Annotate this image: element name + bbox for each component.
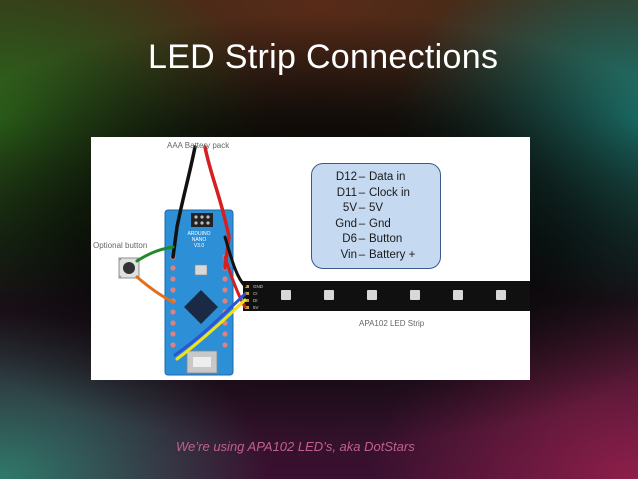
pin-row-gnd: Gnd – Gnd [312, 217, 440, 233]
pin-row-d11: D11 – Clock in [312, 186, 440, 202]
pin-separator: – [358, 171, 366, 183]
board-label-line-1: ARDUINO [187, 231, 210, 237]
strip-connection: Button [369, 233, 403, 245]
pin-separator: – [358, 202, 366, 214]
arduino-pin: 5V [342, 202, 357, 214]
strip-pin-label-gnd: GND [253, 284, 264, 289]
strip-pin-label-ci: CI [253, 291, 258, 296]
pin-separator: – [358, 186, 366, 199]
led-strip-label: APA102 LED Strip [359, 319, 425, 328]
strip-pin-label-di: DI [253, 298, 258, 303]
strip-connection: Data in [369, 171, 406, 183]
arduino-pin: Gnd [335, 217, 357, 230]
pin-row-5v: 5V – 5V [312, 201, 440, 217]
board-label-line-2: NANO [192, 237, 207, 243]
pin-mapping-box: D12 – Data in D11 – Clock in 5V – 5V Gnd… [311, 163, 441, 269]
wires [135, 145, 247, 361]
strip-connection: Gnd [369, 217, 391, 230]
strip-connection: 5V [369, 202, 384, 214]
strip-connection: Battery + [369, 248, 416, 261]
arduino-pin: D6 [342, 233, 357, 245]
pin-separator: – [358, 217, 366, 230]
slide-title: LED Strip Connections [148, 38, 499, 76]
wiring-diagram: ARDUINO NANO V3.0 GND CI DI 5V [91, 137, 530, 380]
strip-pin-label-5v: 5V [253, 305, 259, 310]
pin-row-vin: Vin – Battery + [312, 248, 440, 264]
pin-separator: – [358, 233, 366, 245]
push-button-component [118, 257, 140, 279]
arduino-pin: D11 [336, 186, 357, 199]
wiring-diagram-graphic: ARDUINO NANO V3.0 GND CI DI 5V [118, 145, 530, 376]
arduino-pin: Vin [340, 248, 357, 261]
pin-row-d12: D12 – Data in [312, 170, 440, 186]
optional-button-label: Optional button [93, 241, 148, 250]
pin-row-d6: D6 – Button [312, 232, 440, 248]
strip-connection: Clock in [369, 186, 410, 199]
slide-caption: We’re using APA102 LED’s, aka DotStars [176, 439, 415, 454]
pin-separator: – [358, 248, 366, 261]
battery-pack-label: AAA Battery pack [167, 141, 230, 150]
board-label-line-3: V3.0 [194, 243, 205, 249]
apa102-led-strip [243, 281, 530, 311]
arduino-pin: D12 [335, 171, 357, 183]
